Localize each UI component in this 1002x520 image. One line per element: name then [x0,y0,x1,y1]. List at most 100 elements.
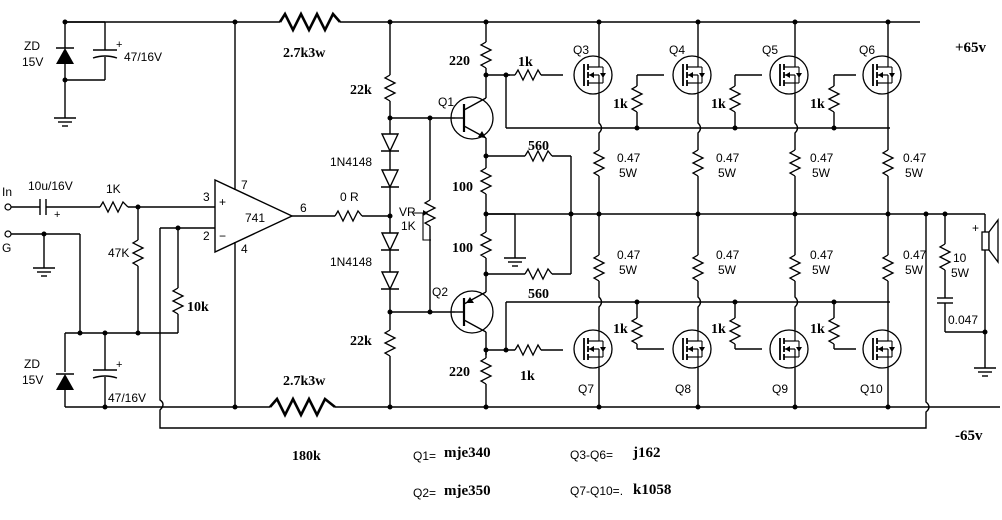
opamp-plus-sign: + [219,195,226,209]
q2-label: Q2 [432,285,448,299]
input-res-value: 1K [106,182,121,196]
q10-label: Q10 [860,382,883,396]
ground-symbol-top [54,117,76,127]
bottom-res-label: 2.7k3w [283,374,326,389]
bias-diodes-top [380,133,400,233]
opamp-pin-6: 6 [300,201,307,215]
transistor-q1 [450,75,494,156]
zener-diode-bottom [56,333,74,407]
re-q9-power: 5W [812,263,831,277]
re-q3-power: 5W [619,166,638,180]
negative-rail [160,396,1000,418]
speaker-icon [981,214,999,368]
mosfet-q6 [862,55,902,95]
zobel-res-value: 10 [953,251,967,265]
q2-part-number: mje350 [444,483,491,499]
feedback-resistor-10k [171,287,185,315]
ground-terminal [4,230,12,238]
q4-gate-res-label: 1k [613,97,628,112]
resistor-220-bottom [479,357,493,385]
re-q7-value: 0.47 [617,248,641,262]
cap-bottom-plus: + [116,359,122,371]
output-resistor-0r [334,209,363,223]
r1k-bottom-label: 1k [520,369,535,384]
positive-rail-label: +65v [955,40,987,56]
emitter-res-q3 [592,149,606,177]
q5-label: Q5 [762,43,778,57]
cap-top-plus: + [116,39,122,51]
input-label: In [2,185,12,199]
mosfet-q9 [769,329,809,369]
q9-label: Q9 [772,382,788,396]
bias-resistor-top [383,74,397,102]
q1-label: Q1 [438,95,454,109]
bottom-part-label: Q7-Q10=. [570,484,623,498]
mosfet-q10 [862,329,902,369]
gate-resistor-q3 [514,68,542,82]
output-res-label: 0 R [340,190,359,204]
capacitor-bottom [92,333,118,407]
q4-label: Q4 [669,43,685,57]
feedback-10k-label: 10k [187,300,209,315]
zener-top-voltage: 15V [22,55,43,69]
vr-ref: VR [399,205,416,219]
diode-bottom-label: 1N4148 [330,255,372,269]
input-resistor [99,200,129,214]
opamp-pin-7: 7 [241,178,248,192]
q6-gate-res-label: 1k [810,97,825,112]
r220-bottom-label: 220 [449,365,470,380]
zener-top-ref: ZD [24,39,40,53]
re-q4-power: 5W [718,166,737,180]
emitter-res-q8 [691,254,705,282]
r560-top-label: 560 [528,139,549,154]
re-q6-value: 0.47 [903,151,927,165]
resistor-100-bottom [479,231,493,259]
q3-label: Q3 [573,43,589,57]
re-q10-power: 5W [905,263,924,277]
ground-symbol-driver [504,257,526,267]
emitter-res-q6 [881,149,895,177]
opamp-name: 741 [245,211,265,225]
bias-top-label: 22k [350,83,372,98]
capacitor-top [65,21,118,81]
bias-bottom-label: 22k [350,334,372,349]
q8-gate-res-label: 1k [613,322,628,337]
re-q8-power: 5W [718,263,737,277]
ground-label: G [2,241,11,255]
input-cap-plus: + [54,209,60,221]
resistor-2k7-bottom [269,396,336,418]
resistor-560-bottom [524,267,553,281]
re-q5-value: 0.47 [810,151,834,165]
zobel-cap-value: 0.047 [948,313,978,327]
q5-gate-res-label: 1k [711,97,726,112]
emitter-res-q9 [788,254,802,282]
resistor-560-top [524,149,553,163]
vr-value: 1K [401,219,416,233]
gate-resistor-q4 [630,85,644,113]
top-part-number: j162 [632,445,661,461]
mosfet-q5 [769,55,809,95]
pulldown-resistor [131,239,145,267]
input-capacitor [39,199,47,215]
cap-top-value: 47/16V [124,50,162,64]
re-q7-power: 5W [619,263,638,277]
gate-resistor-q10 [827,317,841,345]
re-q3-value: 0.47 [617,151,641,165]
zener-diode-top [56,22,74,118]
r220-top-label: 220 [449,54,470,69]
gate-resistor-q9 [728,317,742,345]
opamp-pin-4: 4 [241,242,248,256]
speaker-plus: + [972,221,979,235]
re-q5-power: 5W [812,166,831,180]
gate-resistor-q5 [728,85,742,113]
r100-bottom-label: 100 [452,241,473,256]
r560-bottom-label: 560 [528,287,549,302]
opamp-pin-2: 2 [203,229,210,243]
cap-bottom-value: 47/16V [108,391,146,405]
q8-label: Q8 [675,382,691,396]
mosfet-q8 [672,329,712,369]
positive-rail [65,11,920,33]
opamp-minus-sign: − [219,229,226,243]
zener-bottom-ref: ZD [24,357,40,371]
mosfet-q7 [573,329,613,369]
